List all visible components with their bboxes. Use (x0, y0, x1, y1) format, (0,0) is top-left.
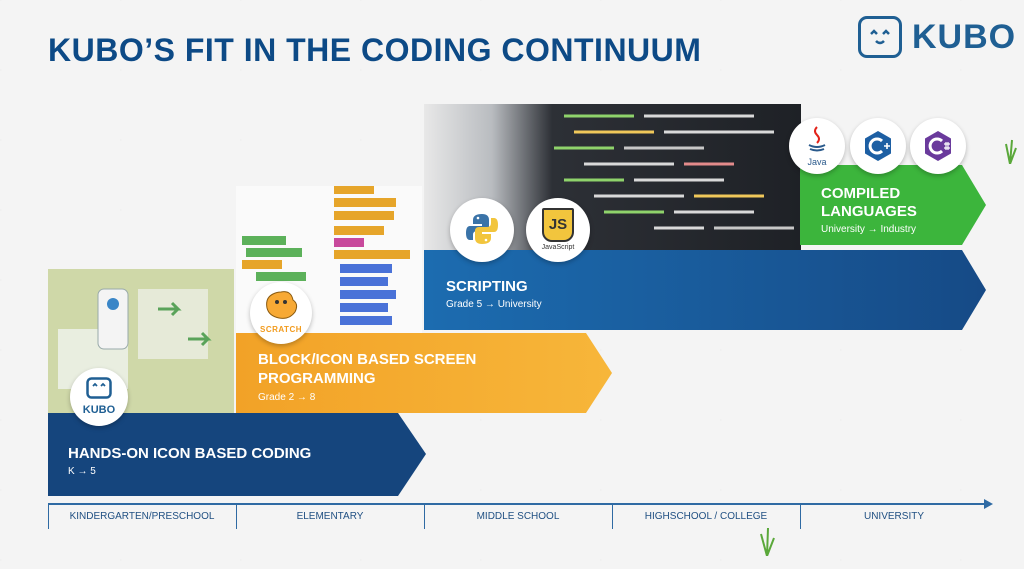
java-icon-label: Java (807, 157, 827, 167)
java-icon: Java (789, 118, 845, 174)
band-compiled-languages: COMPILED LANGUAGES University → Industry (800, 165, 986, 245)
band-hands-on-coding: HANDS-ON ICON BASED CODING K → 5 (48, 413, 426, 496)
stage-university: UNIVERSITY (863, 511, 924, 522)
timeline-tick (236, 505, 237, 529)
scratch-icon: SCRATCH (250, 282, 312, 344)
timeline-tick (424, 505, 425, 529)
timeline-axis (48, 503, 988, 505)
c-plus-plus-icon (850, 118, 906, 174)
kubo-logo-icon (858, 16, 902, 58)
javascript-shield: JS (542, 208, 574, 242)
band-block-programming: BLOCK/ICON BASED SCREEN PROGRAMMING Grad… (236, 333, 612, 413)
kubo-icon-label: KUBO (82, 404, 116, 416)
band-block-range: Grade 2 → 8 (258, 392, 316, 403)
grass-decoration-icon (760, 527, 775, 556)
timeline-tick (612, 505, 613, 529)
grass-decoration-icon (1005, 139, 1017, 164)
timeline-arrow-icon (984, 499, 993, 509)
band-scripting: SCRIPTING Grade 5 → University (424, 250, 986, 330)
javascript-caption: JavaScript (541, 244, 575, 251)
band-compiled-name-line1: COMPILED (821, 185, 901, 202)
band-scripting-range: Grade 5 → University (446, 299, 542, 310)
timeline-tick (800, 505, 801, 529)
stage-elementary: ELEMENTARY (296, 511, 364, 522)
band-block-name-line1: BLOCK/ICON BASED SCREEN (258, 351, 477, 368)
band-scripting-name: SCRIPTING (446, 278, 528, 295)
timeline-tick (48, 505, 49, 529)
python-icon (450, 198, 514, 262)
kubo-logo-text: KUBO (912, 18, 1017, 56)
stage-middle-school: MIDDLE SCHOOL (476, 511, 560, 522)
c-sharp-icon (910, 118, 966, 174)
javascript-icon: JS JavaScript (526, 198, 590, 262)
stage-kindergarten: KINDERGARTEN/PRESCHOOL (69, 511, 215, 522)
band-block-name-line2: PROGRAMMING (258, 370, 376, 387)
scratch-icon-label: SCRATCH (259, 325, 302, 334)
band-compiled-name-line2: LANGUAGES (821, 203, 917, 220)
kubo-icon: KUBO (70, 368, 128, 426)
page-title: KUBO’S FIT IN THE CODING CONTINUUM (48, 32, 702, 68)
band-hands-on-name: HANDS-ON ICON BASED CODING (68, 445, 312, 462)
stage-highschool-college: HIGHSCHOOL / COLLEGE (644, 511, 768, 522)
band-compiled-range: University → Industry (821, 224, 917, 235)
band-hands-on-range: K → 5 (68, 466, 96, 477)
